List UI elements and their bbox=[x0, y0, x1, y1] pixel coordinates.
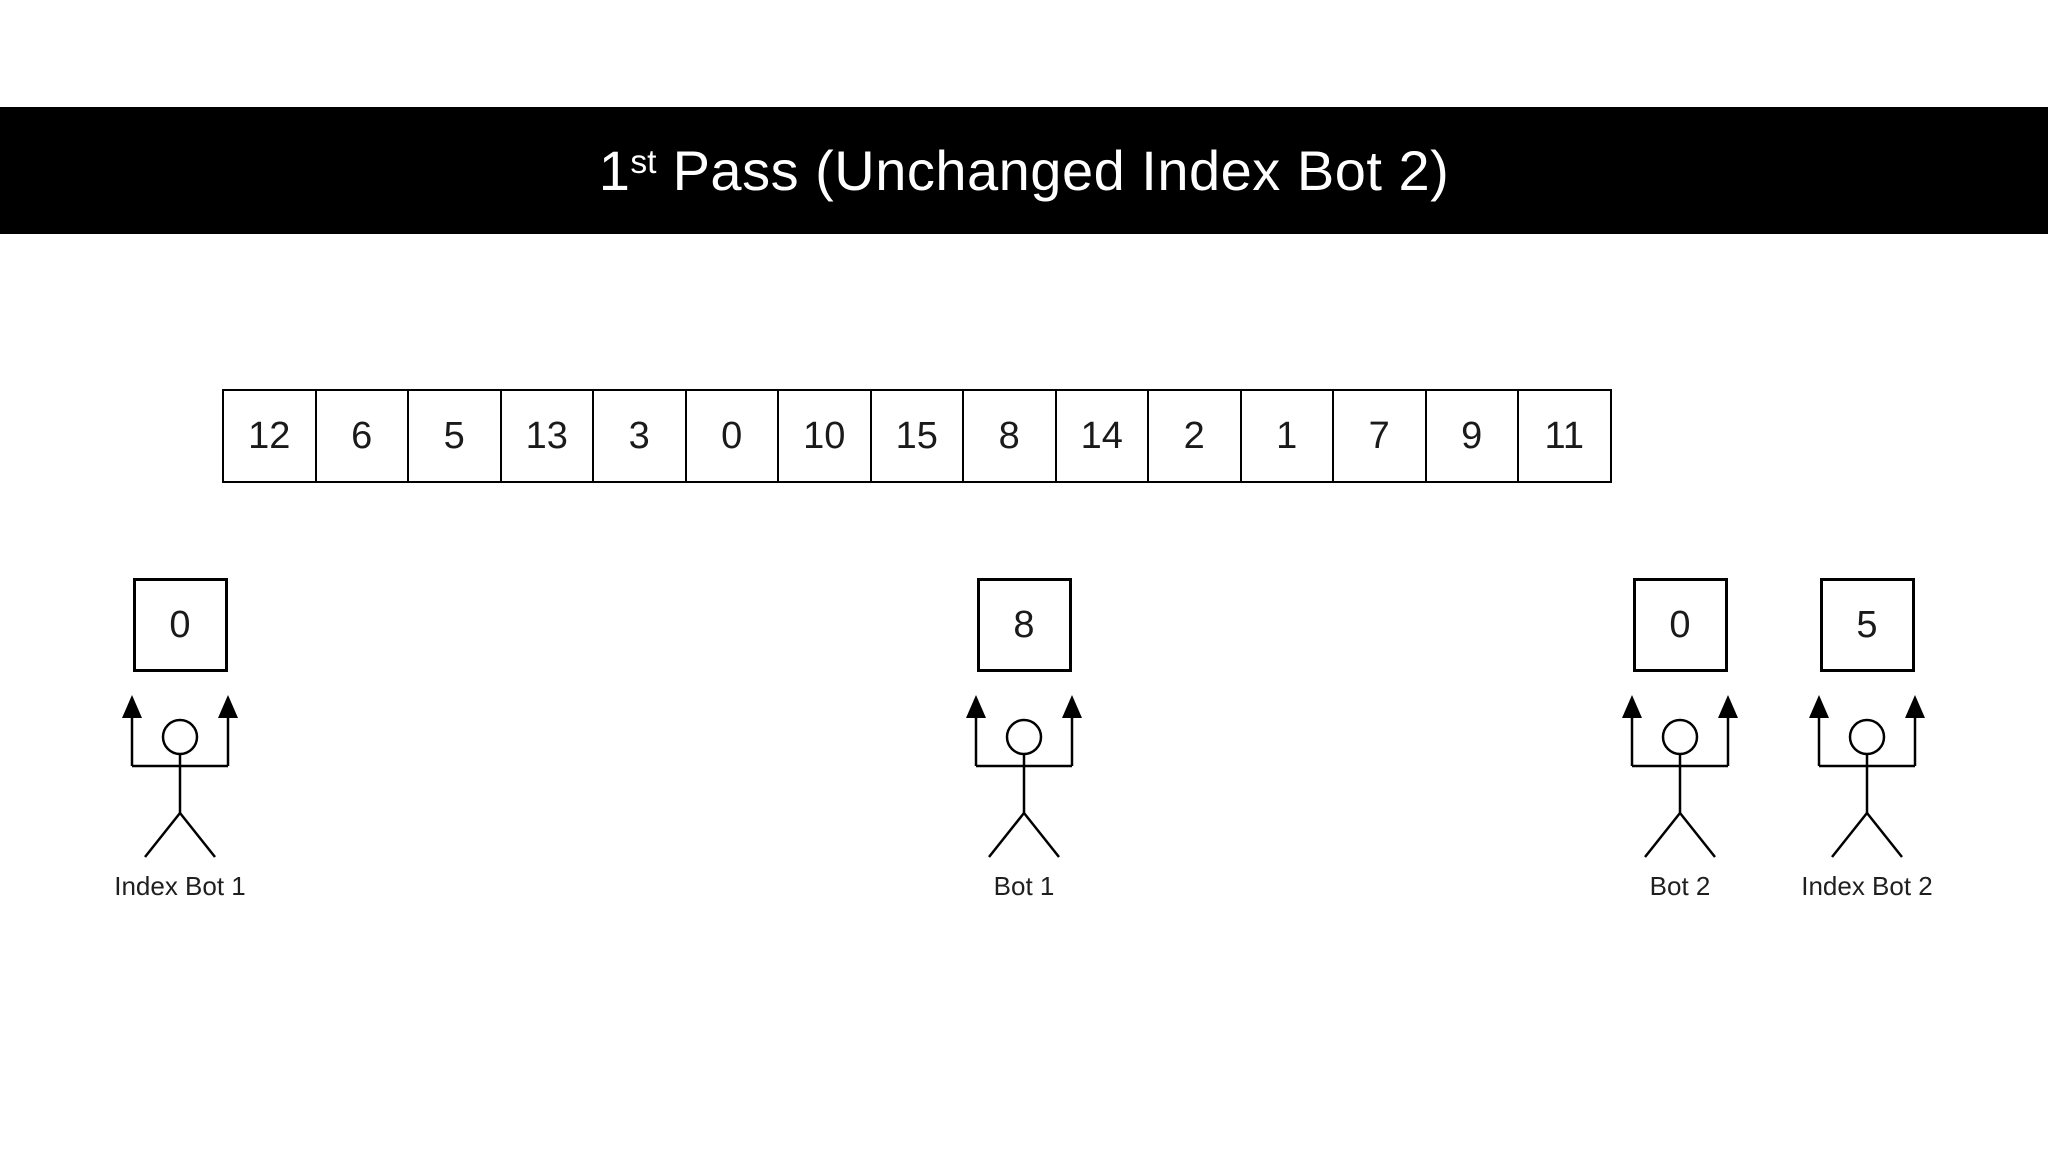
bot-label: Bot 1 bbox=[993, 871, 1055, 901]
bot-index-bot-1: 0 Index Bot 1 bbox=[114, 578, 246, 902]
array-cell: 9 bbox=[1424, 389, 1519, 483]
bot-value-box: 0 bbox=[1632, 578, 1728, 672]
bot-value-box: 0 bbox=[132, 578, 228, 672]
slide-title: 1st Pass (Unchanged Index Bot 2) bbox=[599, 138, 1450, 203]
bot-label: Index Bot 1 bbox=[114, 871, 246, 901]
bot-value-box: 8 bbox=[976, 578, 1072, 672]
bot-value-box: 5 bbox=[1819, 578, 1915, 672]
number-array: 12 6 5 13 3 0 10 15 8 14 2 1 7 9 11 bbox=[222, 389, 1612, 483]
array-cell: 12 bbox=[222, 389, 317, 483]
bot-index-bot-2: 5 Index Bot 2 bbox=[1801, 578, 1933, 902]
stick-figure-raised-arms-icon bbox=[1622, 695, 1738, 859]
array-cell: 14 bbox=[1054, 389, 1149, 483]
stick-figure-raised-arms-icon bbox=[966, 695, 1082, 859]
array-cell: 1 bbox=[1239, 389, 1334, 483]
title-text: Pass (Unchanged Index Bot 2) bbox=[656, 139, 1450, 202]
array-cell: 0 bbox=[684, 389, 779, 483]
title-ordinal-suffix: st bbox=[630, 144, 657, 182]
array-cell: 5 bbox=[407, 389, 502, 483]
array-cell: 6 bbox=[314, 389, 409, 483]
bot-label: Index Bot 2 bbox=[1801, 871, 1933, 901]
stick-figure-raised-arms-icon bbox=[122, 695, 238, 859]
array-cell: 15 bbox=[869, 389, 964, 483]
stick-figure-raised-arms-icon bbox=[1809, 695, 1925, 859]
bot-bot-2: 0 Bot 2 bbox=[1622, 578, 1738, 902]
array-cell: 10 bbox=[777, 389, 872, 483]
bot-bot-1: 8 Bot 1 bbox=[966, 578, 1082, 902]
array-cell: 3 bbox=[592, 389, 687, 483]
array-cell: 13 bbox=[499, 389, 594, 483]
title-bar: 1st Pass (Unchanged Index Bot 2) bbox=[0, 107, 2048, 234]
bot-label: Bot 2 bbox=[1649, 871, 1711, 901]
title-number: 1 bbox=[598, 139, 631, 202]
array-cell: 7 bbox=[1332, 389, 1427, 483]
array-cell: 8 bbox=[962, 389, 1057, 483]
array-cell: 11 bbox=[1517, 389, 1612, 483]
array-cell: 2 bbox=[1147, 389, 1242, 483]
